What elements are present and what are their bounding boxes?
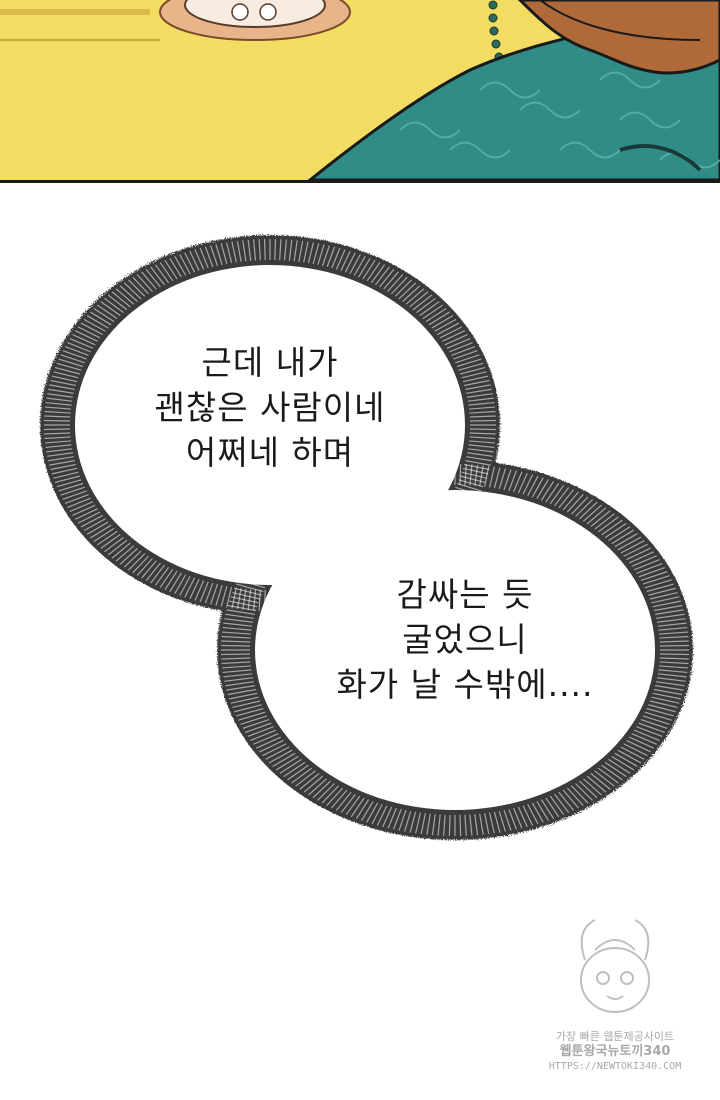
watermark-url: HTTPS://NEWTOKI340.COM	[548, 1061, 682, 1072]
site-watermark: 가장 빠른 웹툰제공사이트 웹툰왕국뉴토끼340 HTTPS://NEWTOKI…	[540, 910, 690, 1073]
watermark-site-name: 웹툰왕국뉴토끼340	[559, 1044, 671, 1059]
speech-line: 어쩌네 하며	[185, 433, 355, 472]
mascot-icon	[580, 919, 650, 1013]
speech-bubble-2: 감싸는 듯 굴었으니 화가 날 수밖에....	[320, 572, 610, 707]
speech-line: 감싸는 듯	[396, 575, 534, 614]
watermark-tagline: 가장 빠른 웹툰제공사이트	[555, 1030, 675, 1043]
speech-line: 굴었으니	[402, 620, 528, 659]
speech-line: 괜찮은 사람이네	[154, 388, 386, 427]
comic-panel-top	[0, 0, 720, 183]
speech-line: 화가 날 수밖에....	[336, 665, 594, 704]
speech-line: 근데 내가	[201, 343, 339, 382]
speech-bubbles-art	[40, 235, 693, 840]
speech-bubble-1: 근데 내가 괜찮은 사람이네 어쩌네 하며	[130, 340, 410, 475]
speech-scene: 근데 내가 괜찮은 사람이네 어쩌네 하며 감싸는 듯 굴었으니 화가 날 수밖…	[0, 180, 720, 1100]
panel-illustration	[0, 0, 720, 180]
